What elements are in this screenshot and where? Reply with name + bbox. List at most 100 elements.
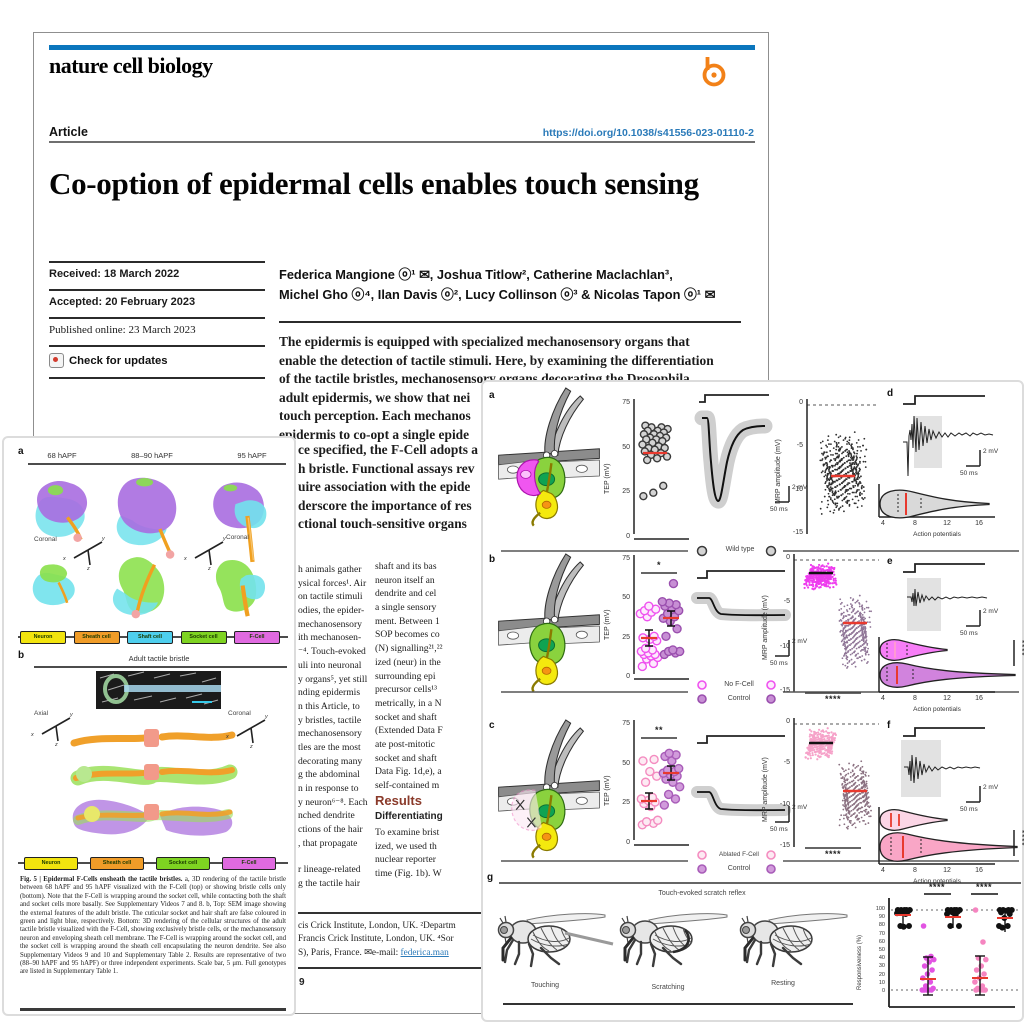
- body-text-line: tles are the most: [298, 741, 361, 753]
- sig-tep-b: *: [656, 560, 661, 570]
- mrp-b-ylabel: MRP amplitude (mV): [762, 595, 769, 660]
- legend-box: Socket cell: [180, 631, 227, 644]
- mrp-plot-a: [806, 399, 879, 534]
- axis-tripod: [41, 717, 71, 742]
- ap-d-xlabel: Action potentials: [913, 531, 961, 538]
- abstract-line: adult epidermis, we show that nei: [279, 389, 471, 405]
- render-68hapf-top: [35, 481, 88, 543]
- coronal-label: Coronal: [34, 536, 57, 543]
- email-link[interactable]: federica.man: [400, 948, 449, 958]
- panel-label-a: a: [489, 390, 495, 401]
- trace-b: [691, 570, 791, 657]
- render-adult-socket: [70, 764, 238, 786]
- body-text-line: surrounding epi: [375, 670, 436, 682]
- body-text-line: ctions of the hair: [298, 824, 363, 836]
- legend-ablated-fcell: Ablated F-Cell: [719, 851, 759, 858]
- abstract-line: ctional touch-sensitive organs: [298, 516, 467, 532]
- check-for-updates-button[interactable]: Check for updates: [49, 353, 168, 368]
- caption-bold: Fig. 5 | Epidermal F-Cells ensheath the …: [20, 876, 185, 883]
- tick-label: 30: [878, 963, 885, 970]
- figure-caption: Fig. 5 | Epidermal F-Cells ensheath the …: [20, 876, 286, 977]
- scalebar-mv: 2 mV: [792, 484, 808, 491]
- coronal-label: Coronal: [228, 710, 251, 717]
- body-text-line: ⁻⁴. Touch-evoked: [298, 646, 366, 658]
- scalebar-ms: 50 ms: [770, 826, 788, 833]
- render-adult-fcell: [72, 799, 233, 836]
- tick-label: 0: [881, 987, 885, 994]
- body-text-line: To examine brist: [375, 827, 440, 838]
- mrp-c-ticks: 0-5-10-15: [770, 718, 790, 849]
- axis-letter-y: y: [223, 536, 226, 542]
- header-rule: [49, 141, 755, 143]
- tick-label: 12: [943, 695, 951, 702]
- body-text-line: decorating many: [298, 755, 363, 767]
- trace-c: [691, 735, 791, 823]
- tick-label: 0: [626, 838, 630, 846]
- caption-text: a, 3D rendering of the tactile bristle b…: [20, 876, 286, 976]
- legend-wild-type: Wild type: [725, 546, 755, 553]
- body-text-line: y bristles, tactile: [298, 714, 362, 726]
- abstract-line: derscore the importance of res: [298, 497, 472, 513]
- body-text-line: mechanosensory: [298, 728, 362, 740]
- sig-resp-2: ****: [975, 882, 992, 892]
- abstract-line: epidermis to co-opt a single epide: [279, 426, 470, 442]
- doi-link[interactable]: https://doi.org/10.1038/s41556-023-01110…: [542, 127, 754, 139]
- body-text-line: SOP becomes co: [375, 629, 440, 641]
- tick-label: 50: [622, 443, 630, 451]
- abstract-line: enable the detection of tactile stimuli.…: [279, 352, 714, 368]
- tick-label: 8: [913, 867, 917, 874]
- body-text-line: odies, the epider-: [298, 605, 365, 617]
- panel-label-d: d: [887, 388, 894, 399]
- body-text-line: nding epidermis: [298, 687, 361, 699]
- axis-letter-x: x: [184, 556, 187, 562]
- body-text-line: time (Fig. 1b). W: [375, 868, 442, 880]
- scalebar-mv: 2 mV: [983, 608, 999, 615]
- received-date: Received: 18 March 2022: [49, 268, 180, 280]
- timepoint-header: 88–90 hAPF: [131, 451, 173, 460]
- axis-letter-z: z: [250, 744, 253, 750]
- affiliation-text: S), Paris, France. ✉e-mail:: [298, 948, 401, 958]
- legend-control: Control: [727, 865, 751, 872]
- body-text-line: y organs⁵, yet still: [298, 673, 368, 685]
- body-text-line: nuclear reporter: [375, 854, 436, 866]
- mrp-plot-b: [793, 554, 879, 694]
- tick-label: 12: [943, 867, 951, 874]
- render-8890hapf-top: [116, 477, 177, 559]
- sig-tep-c: **: [654, 725, 663, 735]
- tick-label: 75: [622, 720, 630, 727]
- tick-label: 20: [878, 971, 885, 978]
- body-text-line: ith mechanosen-: [298, 632, 362, 644]
- sig-mrp-b: ****: [824, 694, 841, 704]
- scalebar-ms: 50 ms: [770, 660, 788, 667]
- abstract-line: touch perception. Each mechanos: [279, 408, 471, 424]
- scalebar-mv: 2 mV: [983, 448, 999, 455]
- body-text-line: y neuron⁶⁻⁸. Each: [298, 796, 368, 808]
- fig5-window[interactable]: a 68 hAPF 88–90 hAPF 95 hAPF Coronal Cor…: [2, 436, 296, 1016]
- tick-label: 40: [878, 955, 885, 962]
- abstract-line: h bristle. Functional assays rev: [298, 460, 475, 476]
- body-text-line: ate post-mitotic: [375, 738, 435, 750]
- tick-label: 25: [622, 799, 630, 807]
- sig-ap-f: ****: [1017, 830, 1024, 847]
- axis-tripod: [194, 541, 224, 566]
- legend-control: Control: [727, 695, 751, 702]
- tick-label: 0: [626, 532, 630, 540]
- sig-mrp-c: ****: [824, 849, 841, 859]
- tick-label: -10: [779, 642, 790, 650]
- accepted-date: Accepted: 20 February 2023: [49, 296, 196, 308]
- tick-label: 0: [786, 718, 790, 725]
- ap-f-xlabel: Action potentials: [913, 878, 961, 885]
- tick-label: 60: [878, 938, 885, 945]
- scalebar-ms: 50 ms: [770, 506, 788, 513]
- affiliation-line: cis Crick Institute, London, UK. ²Depart…: [298, 921, 456, 931]
- tick-label: 16: [975, 695, 983, 702]
- axis-tripod: [236, 719, 266, 744]
- scalebar-ms: 50 ms: [960, 470, 978, 477]
